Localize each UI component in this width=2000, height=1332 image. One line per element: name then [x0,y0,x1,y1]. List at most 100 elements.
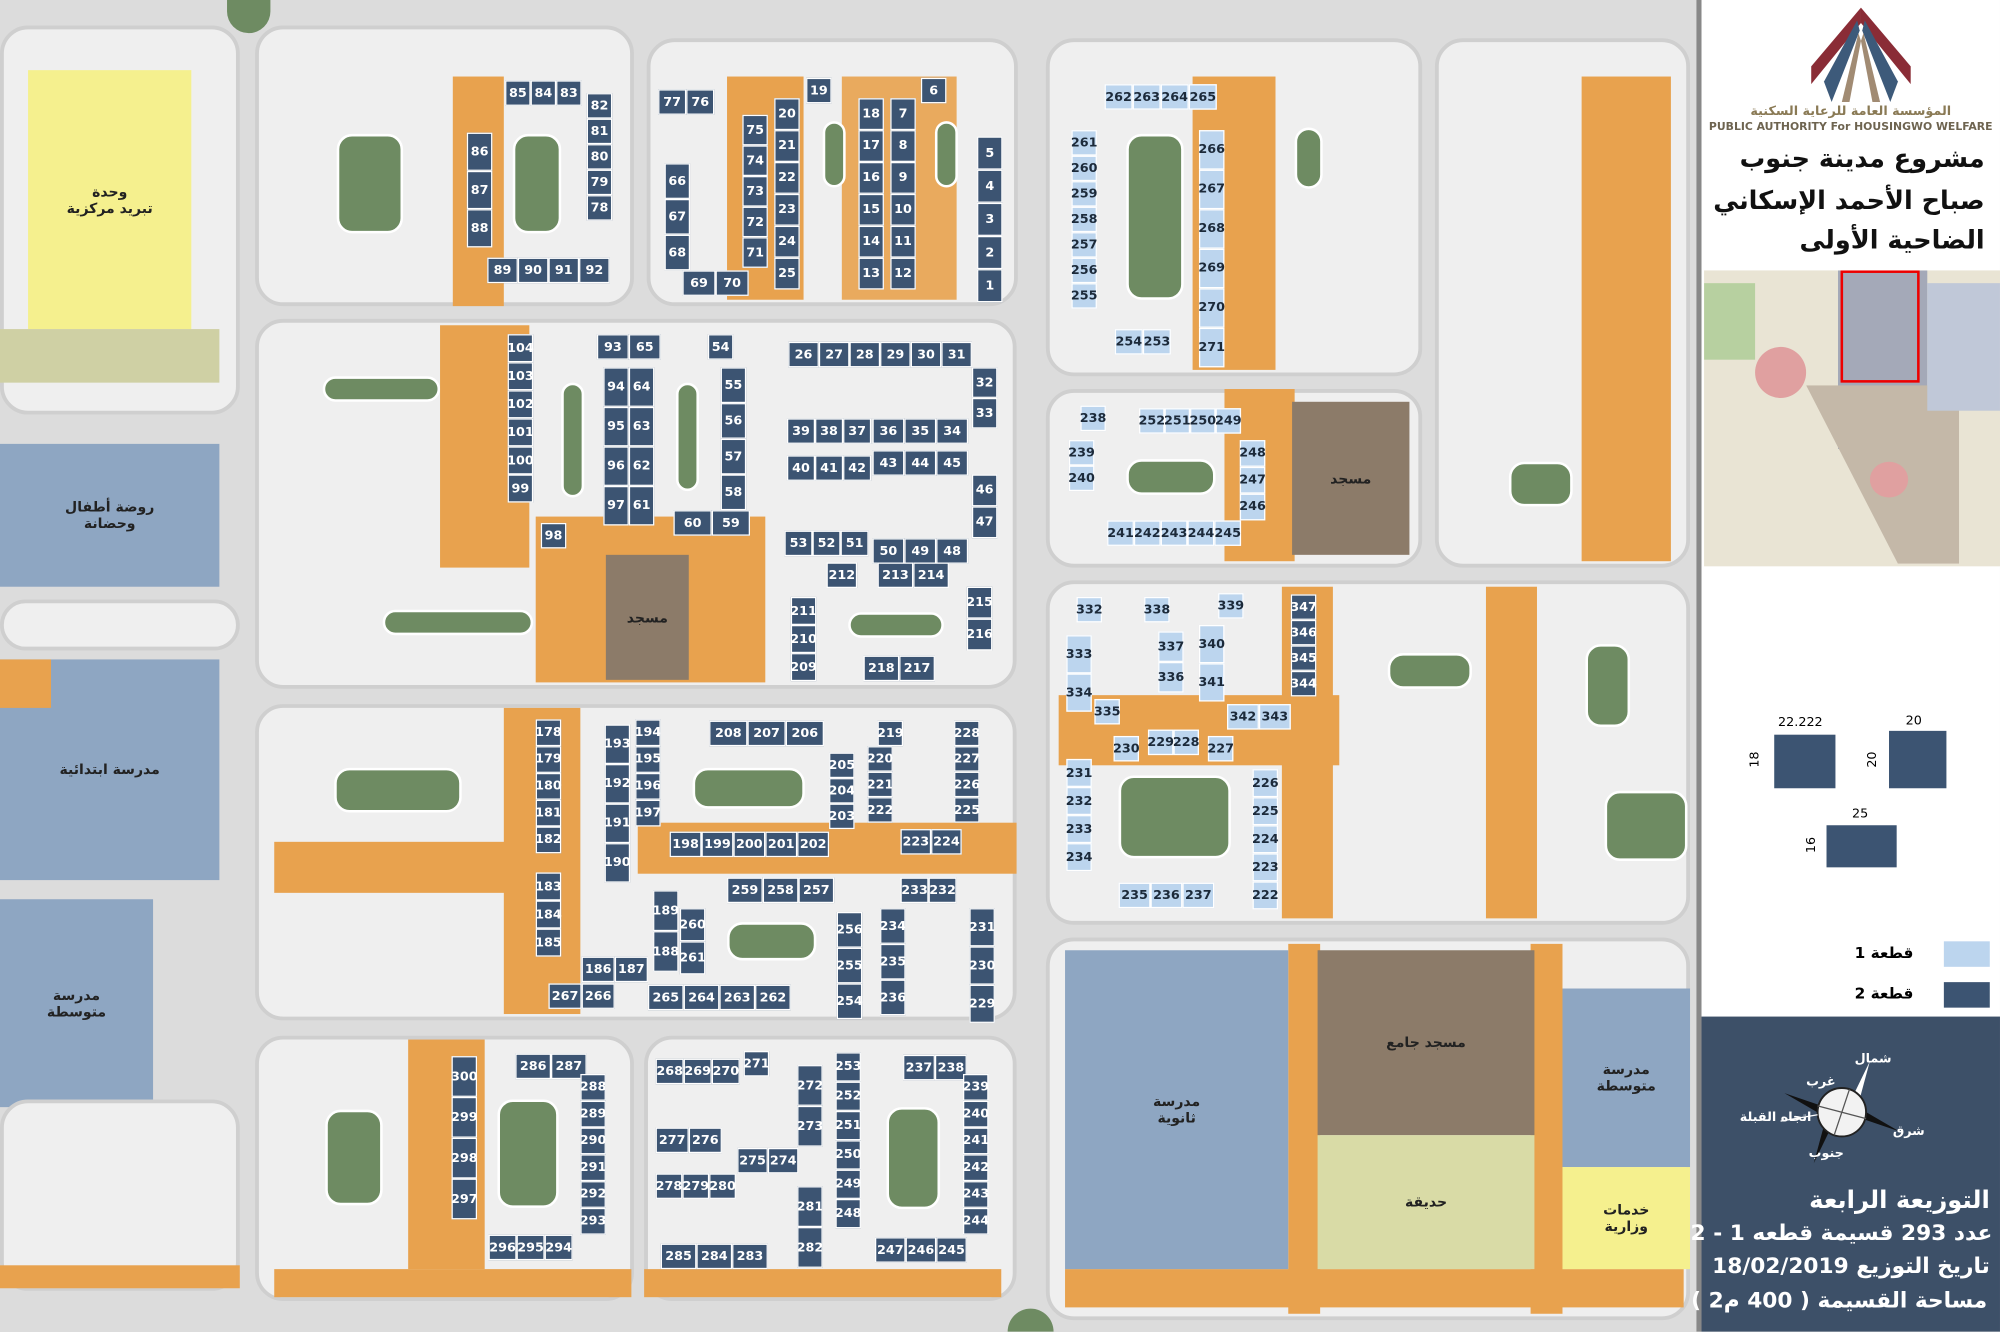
path [0,659,52,708]
plot-208: 208 [709,720,748,747]
parking-strip [0,599,240,651]
plot-59: 59 [711,510,750,536]
housing-block [0,1099,240,1291]
plot-229: 229 [1147,729,1174,756]
plot-25: 25 [774,257,800,290]
legend-swatch-1 [1943,941,1990,967]
grand-mosque-area: مسجد جامع [1317,950,1535,1136]
plot-254: 254 [836,983,863,1020]
plot-220: 220 [867,746,893,772]
compass-west-label: غرب [1806,1075,1836,1090]
plot-221: 221 [867,771,893,798]
plot-193: 193 [604,724,631,765]
plot-28: 28 [849,341,881,368]
plot-332: 332 [1076,596,1103,623]
plot-52: 52 [812,530,841,557]
park [848,612,944,638]
plot-57: 57 [720,438,747,475]
high-school-label: مدرسة ثانوية [1153,1093,1201,1127]
plot-22: 22 [774,161,800,194]
ministry-services-label: خدمات وزارية [1603,1201,1650,1235]
plot-237: 237 [903,1054,935,1081]
plot-12: 12 [890,257,916,290]
plot-228: 228 [1173,729,1200,756]
plot-341: 341 [1198,663,1225,702]
plot-10: 10 [890,193,916,226]
ministry-services-area: خدمات وزارية [1562,1167,1691,1270]
plot-191: 191 [604,803,631,844]
plot-92: 92 [579,257,610,284]
plot-333: 333 [1066,635,1092,674]
park [336,133,404,234]
plot-103: 103 [507,362,534,391]
plot-4: 4 [977,169,1003,203]
plot-222: 222 [867,797,893,823]
plot-65: 65 [628,334,661,360]
plot-232: 232 [928,877,957,904]
plot-24: 24 [774,225,800,258]
plot-250: 250 [1189,408,1216,434]
plot-264: 264 [1160,84,1189,110]
park [676,382,699,492]
kindergarten-area: روضة أطفال وحضانة [0,443,220,587]
plot-49: 49 [904,538,937,564]
plot-198: 198 [669,831,702,858]
plot-90: 90 [517,257,549,284]
plot-238: 238 [934,1054,967,1081]
plot-231: 231 [1066,758,1092,787]
plot-242: 242 [962,1154,989,1182]
plot-203: 203 [829,803,855,830]
plot-5: 5 [977,136,1003,170]
plot-75: 75 [742,114,768,146]
plot-180: 180 [535,772,562,800]
plot-346: 346 [1290,619,1317,646]
park [561,382,585,498]
plot-271: 271 [743,1051,770,1077]
park [1604,790,1688,861]
plot-184: 184 [535,900,562,929]
plot-345: 345 [1290,645,1317,671]
plot-243: 243 [962,1181,989,1208]
plot-206: 206 [785,720,824,747]
plot-211: 211 [790,596,817,625]
plot-260: 260 [1071,155,1097,182]
plot-266: 266 [1198,130,1225,170]
plot-46: 46 [971,474,998,507]
plot-279: 279 [682,1173,710,1199]
plot-201: 201 [765,831,798,858]
plot-82: 82 [586,93,613,119]
plot-51: 51 [840,530,869,557]
plot-3: 3 [977,202,1003,236]
plot-33: 33 [971,397,998,429]
plot-246: 246 [905,1237,937,1263]
plot-300: 300 [451,1056,478,1097]
plot-242: 242 [1133,520,1161,546]
plot-55: 55 [720,367,747,404]
grand-mosque-label: مسجد جامع [1386,1034,1466,1052]
dim-b-width: 20 [1905,714,1922,729]
compass-south-label: جنوب [1808,1146,1844,1161]
plot-337: 337 [1158,631,1184,662]
plot-26: 26 [788,341,819,368]
path [274,841,530,893]
plot-241: 241 [1107,520,1134,546]
plot-217: 217 [899,655,935,682]
plot-87: 87 [466,170,493,210]
plot-234: 234 [1066,843,1092,872]
plot-334: 334 [1066,673,1092,712]
plot-275: 275 [737,1147,768,1174]
mosque-1: مسجد [605,554,689,680]
plot-256: 256 [836,911,863,948]
plot-17: 17 [858,130,884,162]
plot-31: 31 [941,341,972,368]
plot-64: 64 [628,367,655,407]
path [1288,943,1321,1314]
plot-277: 277 [655,1127,689,1154]
plot-19: 19 [806,77,832,104]
cooling-unit-label: وحدة تبريد مركزية [66,183,153,217]
path [1065,1269,1684,1308]
park [497,1099,559,1208]
plot-262: 262 [1104,84,1133,110]
plot-239: 239 [1068,440,1095,466]
compass-east-label: شرق [1892,1124,1925,1140]
